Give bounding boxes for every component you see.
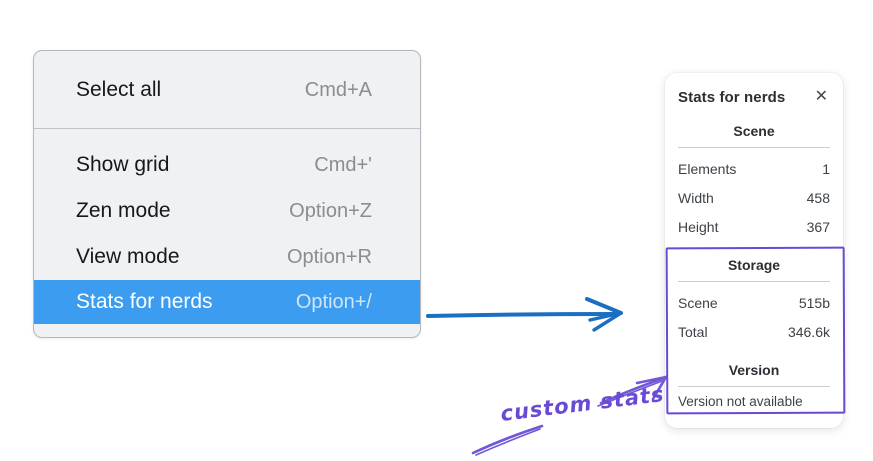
section-heading-version: Version: [728, 362, 780, 378]
version-note: Version not available: [678, 394, 803, 409]
stat-label: Height: [678, 218, 719, 235]
stats-panel-header: Stats for nerds ✕: [678, 87, 830, 107]
stat-value: 346.6k: [787, 323, 830, 340]
stat-label: Scene: [678, 294, 718, 311]
menu-item-label: Zen mode: [76, 199, 171, 222]
menu-item-stats-for-nerds[interactable]: Stats for nerds Option+/: [34, 280, 420, 324]
context-menu: Select all Cmd+A Show grid Cmd+' Zen mod…: [33, 50, 421, 338]
section-divider: [678, 386, 830, 387]
menu-item-shortcut: Option+Z: [289, 199, 372, 222]
menu-item-label: View mode: [76, 245, 180, 268]
stat-value: 458: [806, 189, 830, 206]
stat-label: Elements: [678, 160, 737, 177]
section-heading-storage: Storage: [727, 257, 781, 273]
section-divider: [678, 147, 830, 148]
menu-item-shortcut: Cmd+A: [304, 78, 372, 101]
section-divider: [678, 281, 830, 282]
blue-arrow: [426, 297, 623, 332]
menu-item-show-grid[interactable]: Show grid Cmd+': [34, 142, 420, 188]
custom-stats-highlight-rect: [665, 246, 846, 415]
custom-stats-label: custom stats: [499, 382, 666, 426]
menu-item-shortcut: Option+R: [286, 245, 372, 268]
stat-row-height: Height 367: [678, 212, 830, 241]
menu-item-label: Stats for nerds: [76, 290, 213, 313]
stats-panel: Stats for nerds ✕ Scene Elements 1 Width…: [665, 73, 843, 428]
stat-label: Width: [678, 189, 714, 206]
menu-item-label: Select all: [76, 78, 162, 101]
stat-row-total-storage: Total 346.6k: [678, 317, 830, 346]
menu-item-view-mode[interactable]: View mode Option+R: [34, 234, 420, 280]
menu-divider: [34, 128, 420, 129]
menu-item-shortcut: Option+/: [295, 290, 372, 313]
menu-item-zen-mode[interactable]: Zen mode Option+Z: [34, 188, 420, 234]
menu-item-shortcut: Cmd+': [314, 153, 372, 176]
section-heading-scene: Scene: [733, 123, 775, 139]
menu-item-label: Show grid: [76, 153, 170, 176]
stat-row-width: Width 458: [678, 183, 830, 212]
stats-panel-title: Stats for nerds: [678, 88, 786, 106]
stat-value: 367: [806, 218, 830, 235]
stat-row-elements: Elements 1: [678, 154, 830, 183]
stat-value: 1: [822, 160, 830, 177]
stat-label: Total: [678, 323, 708, 340]
stat-row-scene-storage: Scene 515b: [678, 288, 830, 317]
stat-value: 515b: [798, 294, 830, 311]
close-icon[interactable]: ✕: [814, 88, 828, 105]
menu-item-select-all[interactable]: Select all Cmd+A: [34, 63, 420, 117]
